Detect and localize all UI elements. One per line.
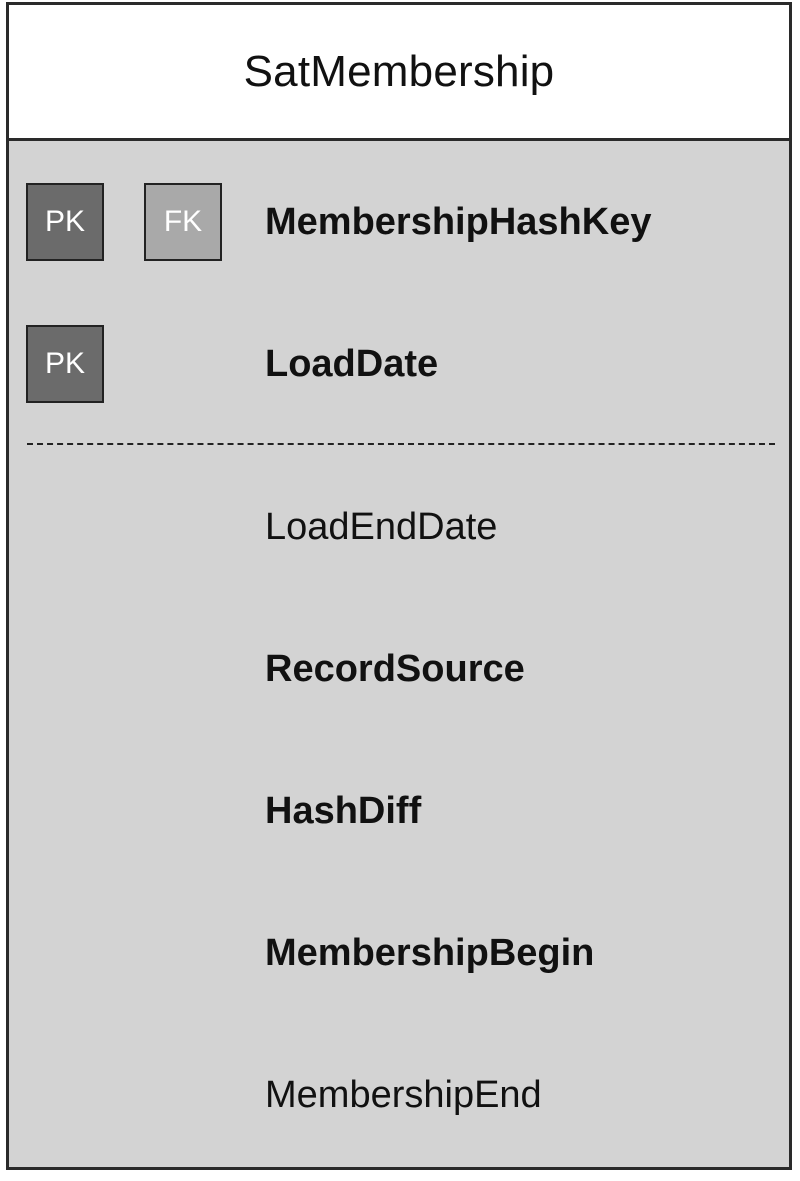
- entity-header: SatMembership: [9, 5, 789, 141]
- entity-box: SatMembership PK FK MembershipHashKey PK…: [6, 2, 792, 1170]
- fk-badge: FK: [144, 183, 222, 261]
- pk-badge: PK: [26, 325, 104, 403]
- key-attribute-divider: [27, 443, 775, 445]
- pk-badge: PK: [26, 183, 104, 261]
- field-hash-diff: HashDiff: [265, 790, 422, 832]
- entity-title: SatMembership: [243, 46, 555, 96]
- field-membership-end: MembershipEnd: [265, 1074, 542, 1116]
- field-record-source: RecordSource: [265, 648, 525, 690]
- field-membership-begin: MembershipBegin: [265, 932, 595, 974]
- field-load-end-date: LoadEndDate: [265, 506, 498, 548]
- field-membership-hash-key: MembershipHashKey: [265, 201, 652, 243]
- field-load-date: LoadDate: [265, 343, 439, 385]
